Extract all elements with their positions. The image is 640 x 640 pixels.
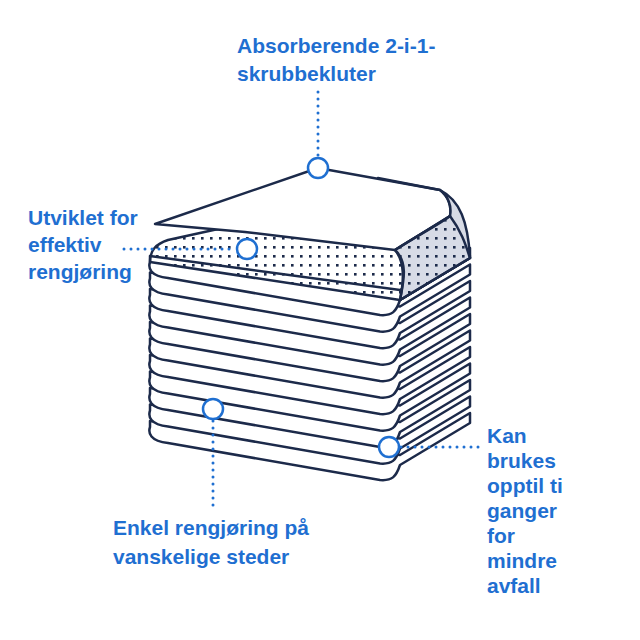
lifted-sheet	[155, 168, 451, 250]
curled-dots	[395, 216, 470, 300]
callout-label: Kan brukes opptil ti ganger for mindre a…	[487, 423, 589, 598]
callout-label: Enkel rengjøring på vanskelige steder	[113, 513, 363, 571]
callout-circles	[203, 158, 399, 457]
curled-underside	[378, 178, 470, 300]
callout-label: Utviklet for effektiv rengjøring	[28, 204, 160, 285]
callout-label: Absorberende 2-i-1-skrubbekluter	[237, 32, 487, 88]
leader-lines	[124, 92, 480, 512]
